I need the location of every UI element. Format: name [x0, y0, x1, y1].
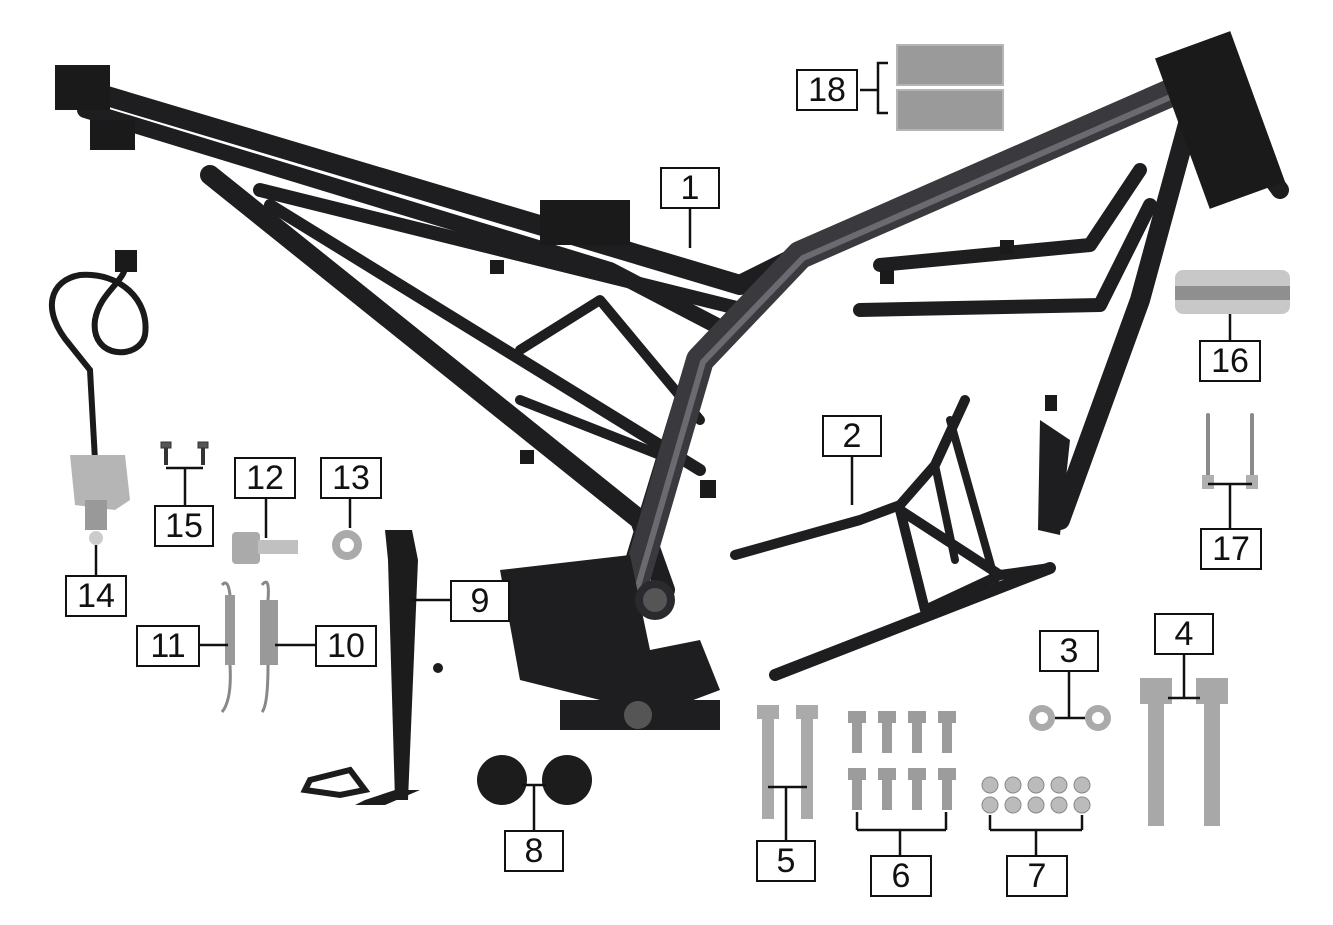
callout-3[interactable]: 3 — [1039, 630, 1099, 672]
spring-small[interactable] — [220, 581, 235, 713]
main-frame[interactable] — [55, 31, 1289, 730]
foam-pads[interactable] — [896, 44, 1004, 131]
callout-1[interactable]: 1 — [660, 167, 720, 209]
callout-12[interactable]: 12 — [234, 457, 296, 499]
callout-18[interactable]: 18 — [796, 69, 858, 111]
callout-2[interactable]: 2 — [822, 415, 882, 457]
flange-bolts[interactable] — [848, 711, 956, 810]
pivot-bolt[interactable] — [232, 532, 298, 564]
callout-10[interactable]: 10 — [315, 625, 377, 667]
callout-11[interactable]: 11 — [136, 625, 200, 667]
callout-4[interactable]: 4 — [1154, 613, 1214, 655]
side-stand-switch[interactable] — [49, 250, 149, 545]
callout-9[interactable]: 9 — [450, 580, 510, 622]
callout-15[interactable]: 15 — [154, 505, 214, 547]
bolts[interactable] — [757, 705, 818, 819]
long-bolts[interactable] — [1140, 678, 1228, 826]
washers[interactable] — [981, 776, 1091, 814]
nut[interactable] — [332, 530, 362, 560]
callout-17[interactable]: 17 — [1200, 528, 1262, 570]
rubber-caps[interactable] — [477, 755, 592, 805]
side-stand[interactable] — [300, 530, 443, 805]
rivets[interactable] — [1202, 413, 1258, 489]
nuts[interactable] — [1029, 705, 1111, 731]
spring-large[interactable] — [260, 580, 278, 713]
callout-5[interactable]: 5 — [756, 840, 816, 882]
callout-14[interactable]: 14 — [65, 575, 127, 617]
screws[interactable] — [160, 441, 209, 465]
callout-7[interactable]: 7 — [1006, 855, 1068, 897]
rear-subframe[interactable] — [730, 395, 1056, 681]
callout-8[interactable]: 8 — [504, 830, 564, 872]
callout-16[interactable]: 16 — [1199, 340, 1261, 382]
callout-6[interactable]: 6 — [870, 855, 932, 897]
callout-13[interactable]: 13 — [320, 457, 382, 499]
vin-plate[interactable] — [1175, 270, 1290, 314]
leader-lines — [94, 61, 1252, 855]
